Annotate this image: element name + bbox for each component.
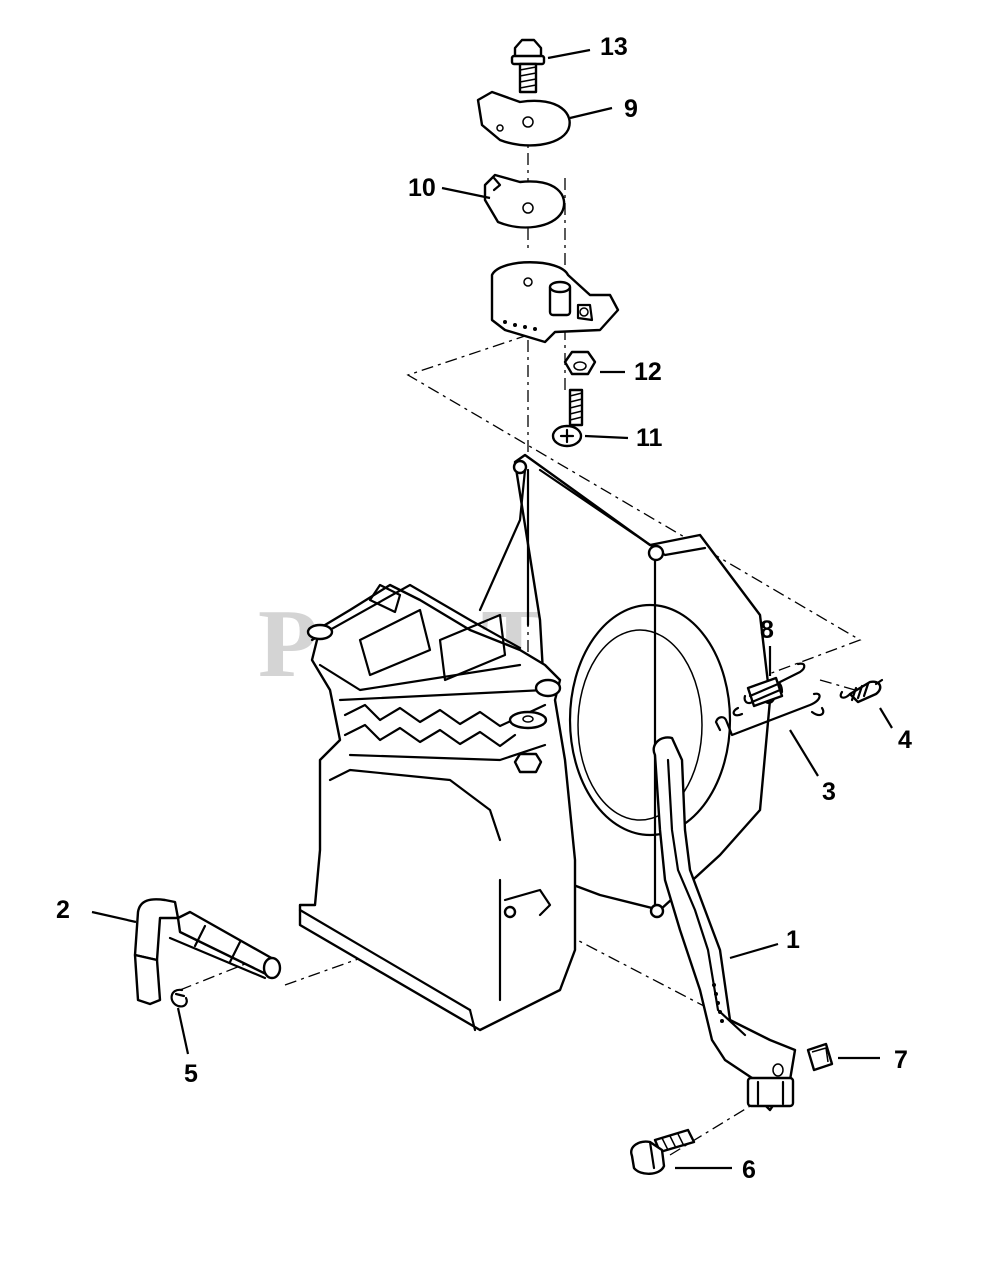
leader-lines [91,48,893,1170]
governor-control-bracket [490,261,620,344]
engine-washer-nut [508,710,548,774]
part-7-clip-nut [806,1042,834,1072]
callout-4: 4 [898,726,912,754]
callout-6: 6 [742,1156,756,1184]
callout-1: 1 [786,926,800,954]
part-2-governor-shaft [133,898,282,1006]
callout-11: 11 [636,424,663,452]
part-9-plate [476,90,571,147]
callout-2: 2 [56,896,70,924]
part-12-nut [563,350,597,376]
part-5-e-ring [170,988,188,1008]
callout-9: 9 [624,95,638,123]
part-13-bolt [510,38,546,94]
part-6-bolt [630,1128,696,1175]
callout-5: 5 [184,1060,198,1088]
callout-labels: 13 9 10 12 11 8 4 3 1 2 5 7 6 [56,33,912,1184]
callout-3: 3 [822,778,836,806]
part-3-link-rod [714,692,825,737]
part-1-control-lever [652,736,797,1112]
part-10-plate [483,173,566,229]
part-8-spring [732,662,806,717]
callout-12: 12 [634,358,662,386]
part-4-small-spring [839,678,884,704]
callout-10: 10 [408,174,436,202]
part-11-screw [551,388,584,448]
callout-8: 8 [760,616,774,644]
callout-7: 7 [894,1046,908,1074]
callout-13: 13 [600,33,628,61]
engine-block [298,583,577,1032]
